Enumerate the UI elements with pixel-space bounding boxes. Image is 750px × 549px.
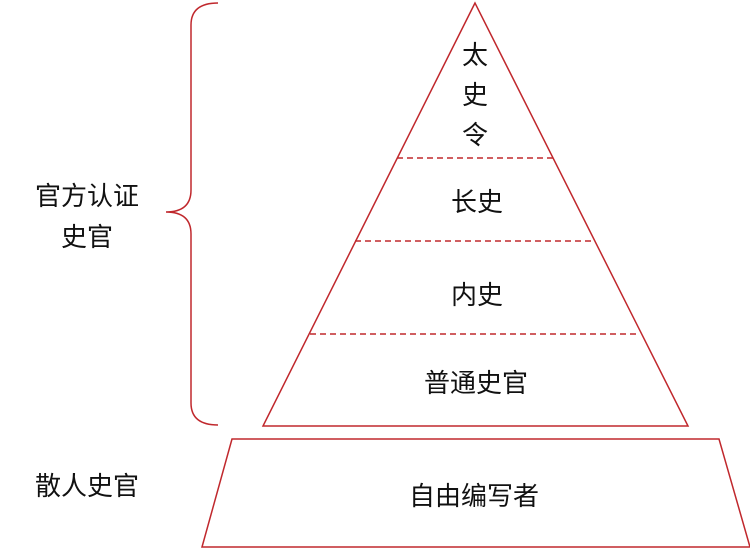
official-label-line-2: 史官 — [61, 223, 113, 253]
tier-2-label: 长史 — [451, 188, 503, 218]
tier-3-label: 内史 — [451, 281, 503, 311]
tier-1-label-line-3: 令 — [462, 121, 488, 151]
official-label-line-1: 官方认证 — [35, 182, 139, 212]
tier-1-label-line-1: 太 — [462, 41, 488, 71]
unofficial-label: 散人史官 — [35, 472, 139, 502]
base-label: 自由编写者 — [409, 482, 539, 512]
pyramid-outline — [261, 1, 690, 427]
tier-4-label: 普通史官 — [424, 369, 528, 399]
tier-1-label-line-2: 史 — [462, 81, 488, 111]
official-brace — [165, 2, 219, 426]
base-trapezoid — [201, 438, 750, 548]
